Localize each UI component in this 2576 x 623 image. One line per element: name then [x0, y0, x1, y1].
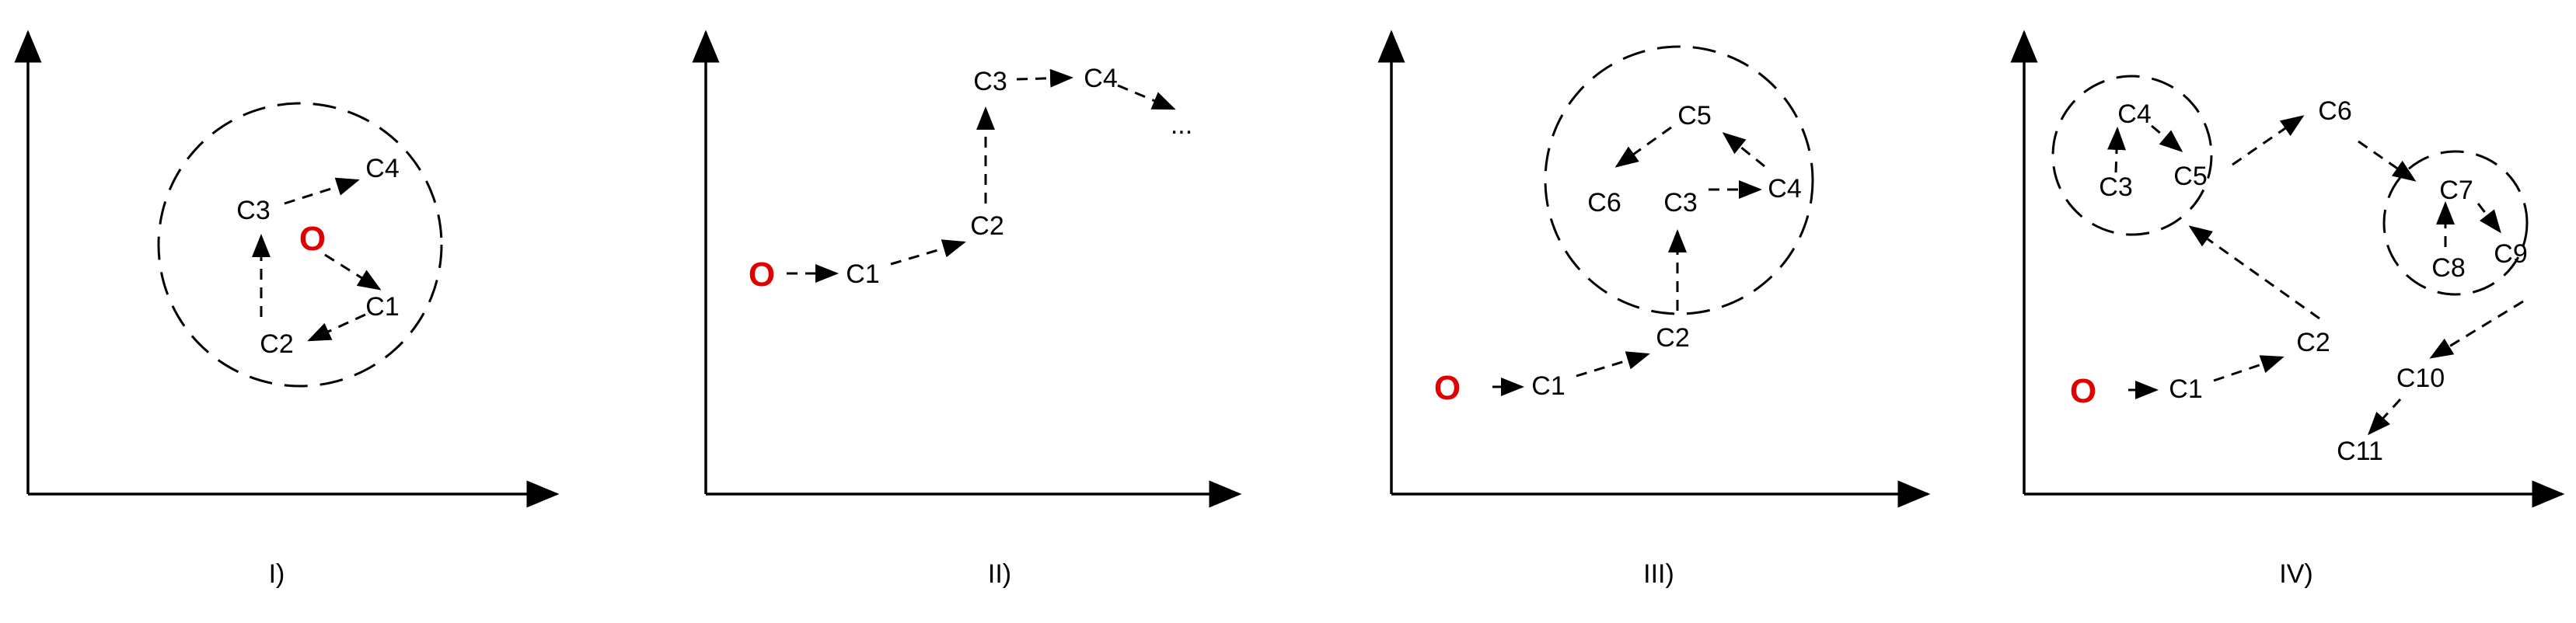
node-c4: C4 [1768, 174, 1801, 204]
node-c5: C5 [1677, 101, 1711, 131]
node-c1: C1 [1531, 371, 1565, 401]
panel-1: O C1 C2 C3 C4 I) [14, 30, 560, 589]
node-more: ... [1171, 110, 1192, 140]
node-c11: C11 [2337, 437, 2383, 466]
panel-4: O C1 C2 C3 C4 C5 C6 C7 C8 C9 C10 C11 IV) [2010, 30, 2565, 589]
arrow-o-c1 [324, 253, 382, 291]
node-c1: C1 [365, 292, 399, 322]
arrow-c6-c7 [2358, 140, 2417, 182]
panel-3-cluster-circle [1544, 45, 1814, 315]
node-c2: C2 [1656, 323, 1689, 353]
node-c4: C4 [365, 154, 399, 183]
arrow-c9-c10 [2429, 300, 2524, 359]
panel-3: O C1 C2 C3 C4 C5 C6 III) [1377, 30, 1931, 589]
node-c9: C9 [2494, 239, 2527, 269]
arrow-c7-c9 [2477, 203, 2501, 234]
node-c7: C7 [2439, 176, 2473, 205]
arrow-c1-c2 [307, 313, 366, 342]
panel-4-right-cluster-circle [2382, 150, 2529, 296]
arrow-c4-c5 [2151, 124, 2183, 152]
arrow-c4-c5 [1722, 132, 1765, 168]
arrow-c10-c11 [2367, 398, 2402, 436]
panel-2: O C1 C2 C3 C4 ... II) [692, 30, 1242, 589]
node-c10: C10 [2396, 364, 2445, 393]
node-c2: C2 [970, 211, 1004, 241]
panel-4-left-cluster-circle [2051, 75, 2213, 236]
panel-1-caption: I) [269, 559, 285, 589]
arrow-c5-c6 [1614, 126, 1672, 168]
arrow-c3-c4 [1016, 68, 1073, 88]
arrow-c1-c2 [1576, 351, 1650, 378]
node-c2: C2 [2296, 328, 2330, 357]
panel-2-caption: II) [988, 559, 1011, 589]
arrow-c5-c6 [2232, 115, 2305, 166]
arrow-c2-c5 [2188, 225, 2320, 320]
panel-4-caption: IV) [2279, 559, 2312, 589]
node-c4: C4 [2117, 99, 2151, 129]
arrow-c4-more [1117, 84, 1176, 110]
origin-marker: O [299, 220, 326, 258]
node-c6: C6 [1587, 188, 1621, 218]
arrow-c3-c4 [2107, 127, 2127, 173]
node-c3: C3 [1663, 188, 1697, 218]
panel-1-cluster-circle [157, 102, 443, 388]
panel-3-caption: III) [1643, 559, 1674, 589]
node-c3: C3 [973, 67, 1007, 96]
node-c3: C3 [236, 196, 270, 225]
origin-marker: O [2070, 372, 2096, 410]
node-c2: C2 [260, 329, 293, 359]
node-c5: C5 [2173, 162, 2207, 191]
node-c6: C6 [2318, 96, 2351, 126]
node-c4: C4 [1084, 64, 1117, 93]
origin-marker: O [749, 256, 775, 294]
node-c1: C1 [2169, 374, 2202, 404]
arrow-c1-c2 [890, 239, 966, 266]
node-c3: C3 [2099, 172, 2132, 202]
node-c8: C8 [2431, 253, 2465, 283]
node-c1: C1 [846, 259, 879, 289]
arrow-c3-c4 [284, 177, 360, 205]
origin-marker: O [1434, 369, 1461, 407]
arrow-c1-c2 [2213, 355, 2285, 382]
